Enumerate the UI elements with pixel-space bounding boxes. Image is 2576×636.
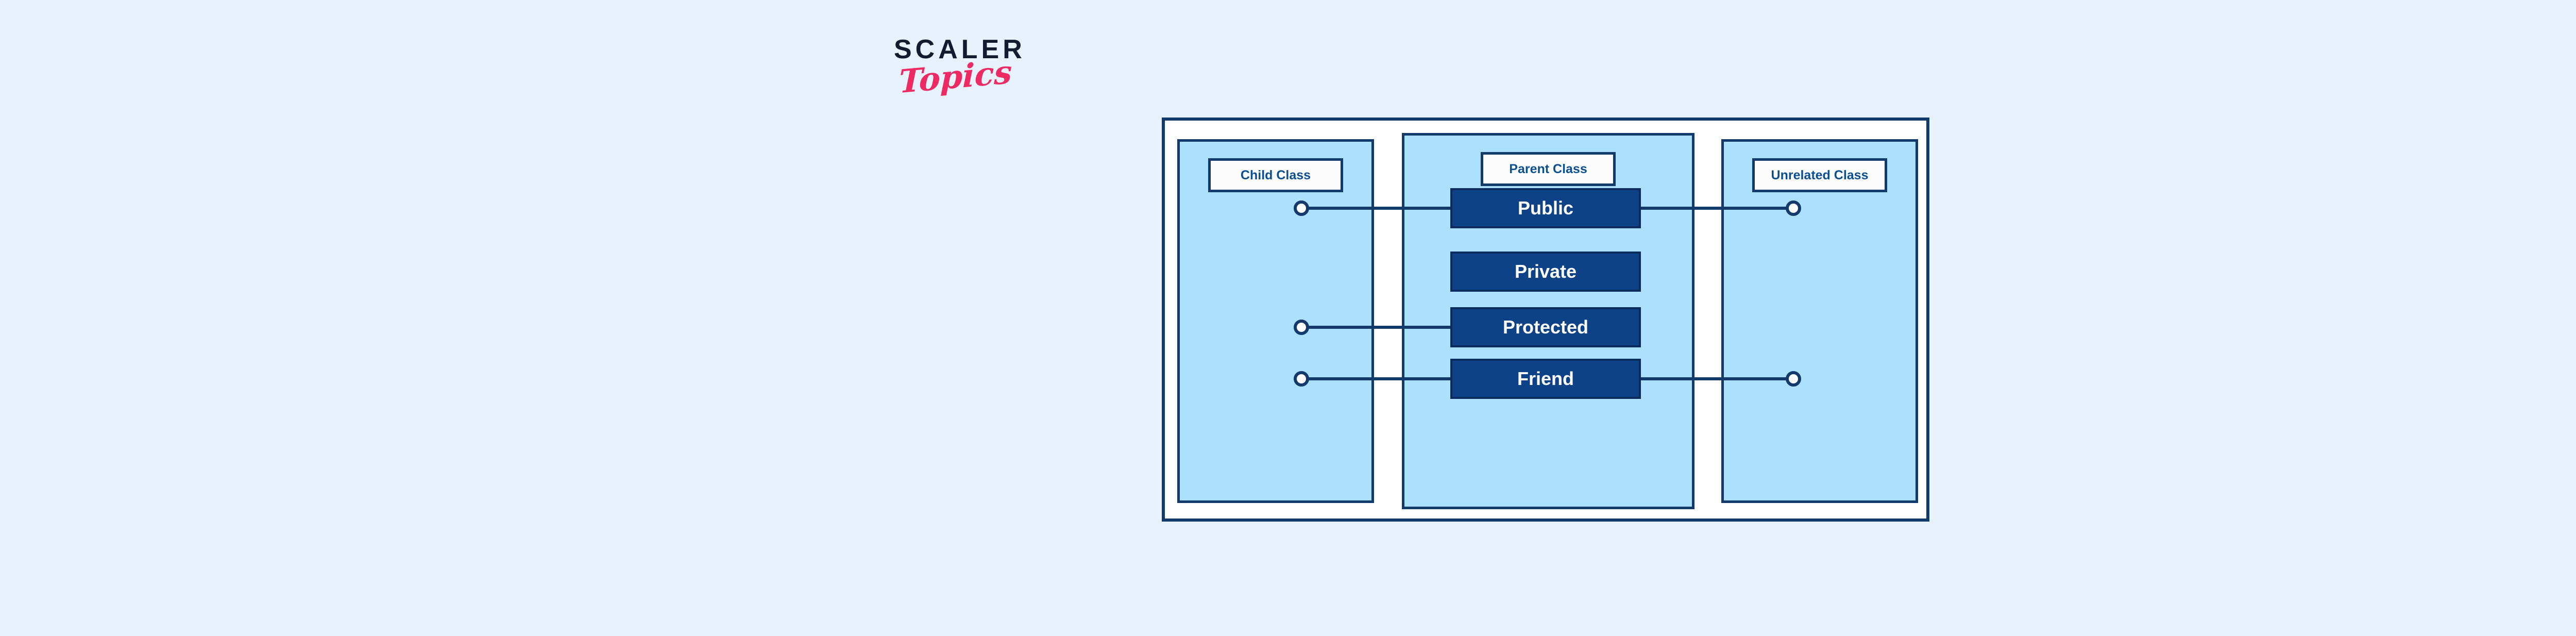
scaler-topics-logo: SCALER Topics [894,36,1048,108]
class-panel-child: Child Class [1177,139,1374,503]
class-title-label-parent: Parent Class [1509,161,1587,176]
connector-node-unrelated-public [1786,200,1801,216]
connector-line-friend-left [1301,377,1518,380]
class-title-box-child: Child Class [1208,158,1343,192]
modifier-box-public[interactable]: Public [1450,188,1641,228]
modifier-box-private[interactable]: Private [1450,252,1641,292]
class-panel-unrelated: Unrelated Class [1721,139,1918,503]
brand-wordmark: SCALER [894,35,1026,64]
modifier-label-friend: Friend [1517,368,1574,389]
connector-node-unrelated-friend [1786,371,1801,387]
class-panel-row: Child Class Parent Class Unrelated Class [1165,121,1926,518]
connector-line-public-left [1301,207,1518,210]
access-specifier-diagram: Child Class Parent Class Unrelated Class [1162,118,1929,522]
class-title-box-parent: Parent Class [1481,152,1616,186]
connector-node-child-public [1294,200,1309,216]
modifier-box-friend[interactable]: Friend [1450,359,1641,399]
connector-node-child-protected [1294,320,1309,335]
class-title-label-child: Child Class [1240,168,1311,182]
connector-line-protected-left [1301,326,1518,329]
connector-line-friend-right [1580,377,1796,380]
class-title-box-unrelated: Unrelated Class [1752,158,1887,192]
connector-node-child-friend [1294,371,1309,387]
modifier-label-protected: Protected [1502,316,1589,338]
modifier-label-private: Private [1514,261,1577,282]
connector-line-public-right [1580,207,1796,210]
modifier-box-protected[interactable]: Protected [1450,307,1641,347]
modifier-label-public: Public [1517,197,1574,219]
class-title-label-unrelated: Unrelated Class [1771,168,1869,182]
